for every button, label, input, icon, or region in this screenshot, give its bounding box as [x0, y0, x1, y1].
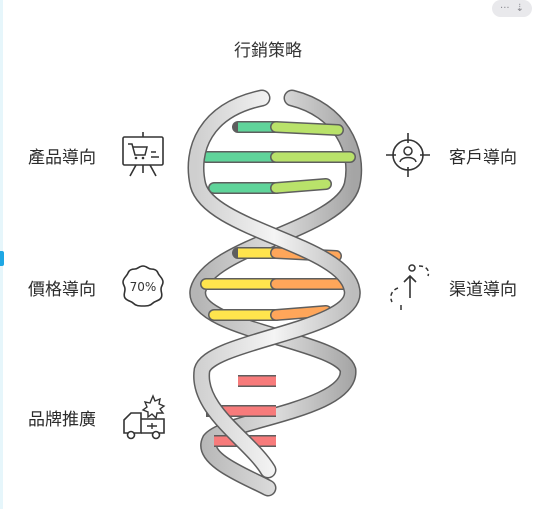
- diagram-title: 行銷策略: [234, 41, 302, 61]
- rung-group-price: [200, 247, 356, 321]
- target-user-icon: [386, 133, 430, 177]
- label-product-oriented: 產品導向: [28, 148, 96, 168]
- presentation-board-cart-icon: [122, 132, 164, 177]
- 70-percent-badge-icon: 70%: [122, 265, 164, 307]
- label-customer-oriented: 客戶導向: [449, 148, 517, 168]
- more-options-icon[interactable]: ···: [500, 3, 510, 14]
- price-badge-text: 70%: [130, 280, 157, 294]
- label-channel-oriented: 渠道導向: [449, 280, 517, 300]
- label-price-oriented: 價格導向: [28, 280, 96, 300]
- dashed-arrow-path-icon: [390, 264, 430, 310]
- rung-group-product: [200, 121, 356, 194]
- delivery-truck-burst-icon: [123, 394, 166, 440]
- side-tab-handle[interactable]: [0, 251, 4, 266]
- top-toolbar-pill[interactable]: ··· ⇣: [492, 0, 532, 17]
- download-icon[interactable]: ⇣: [515, 3, 524, 14]
- label-brand-promotion: 品牌推廣: [28, 410, 96, 430]
